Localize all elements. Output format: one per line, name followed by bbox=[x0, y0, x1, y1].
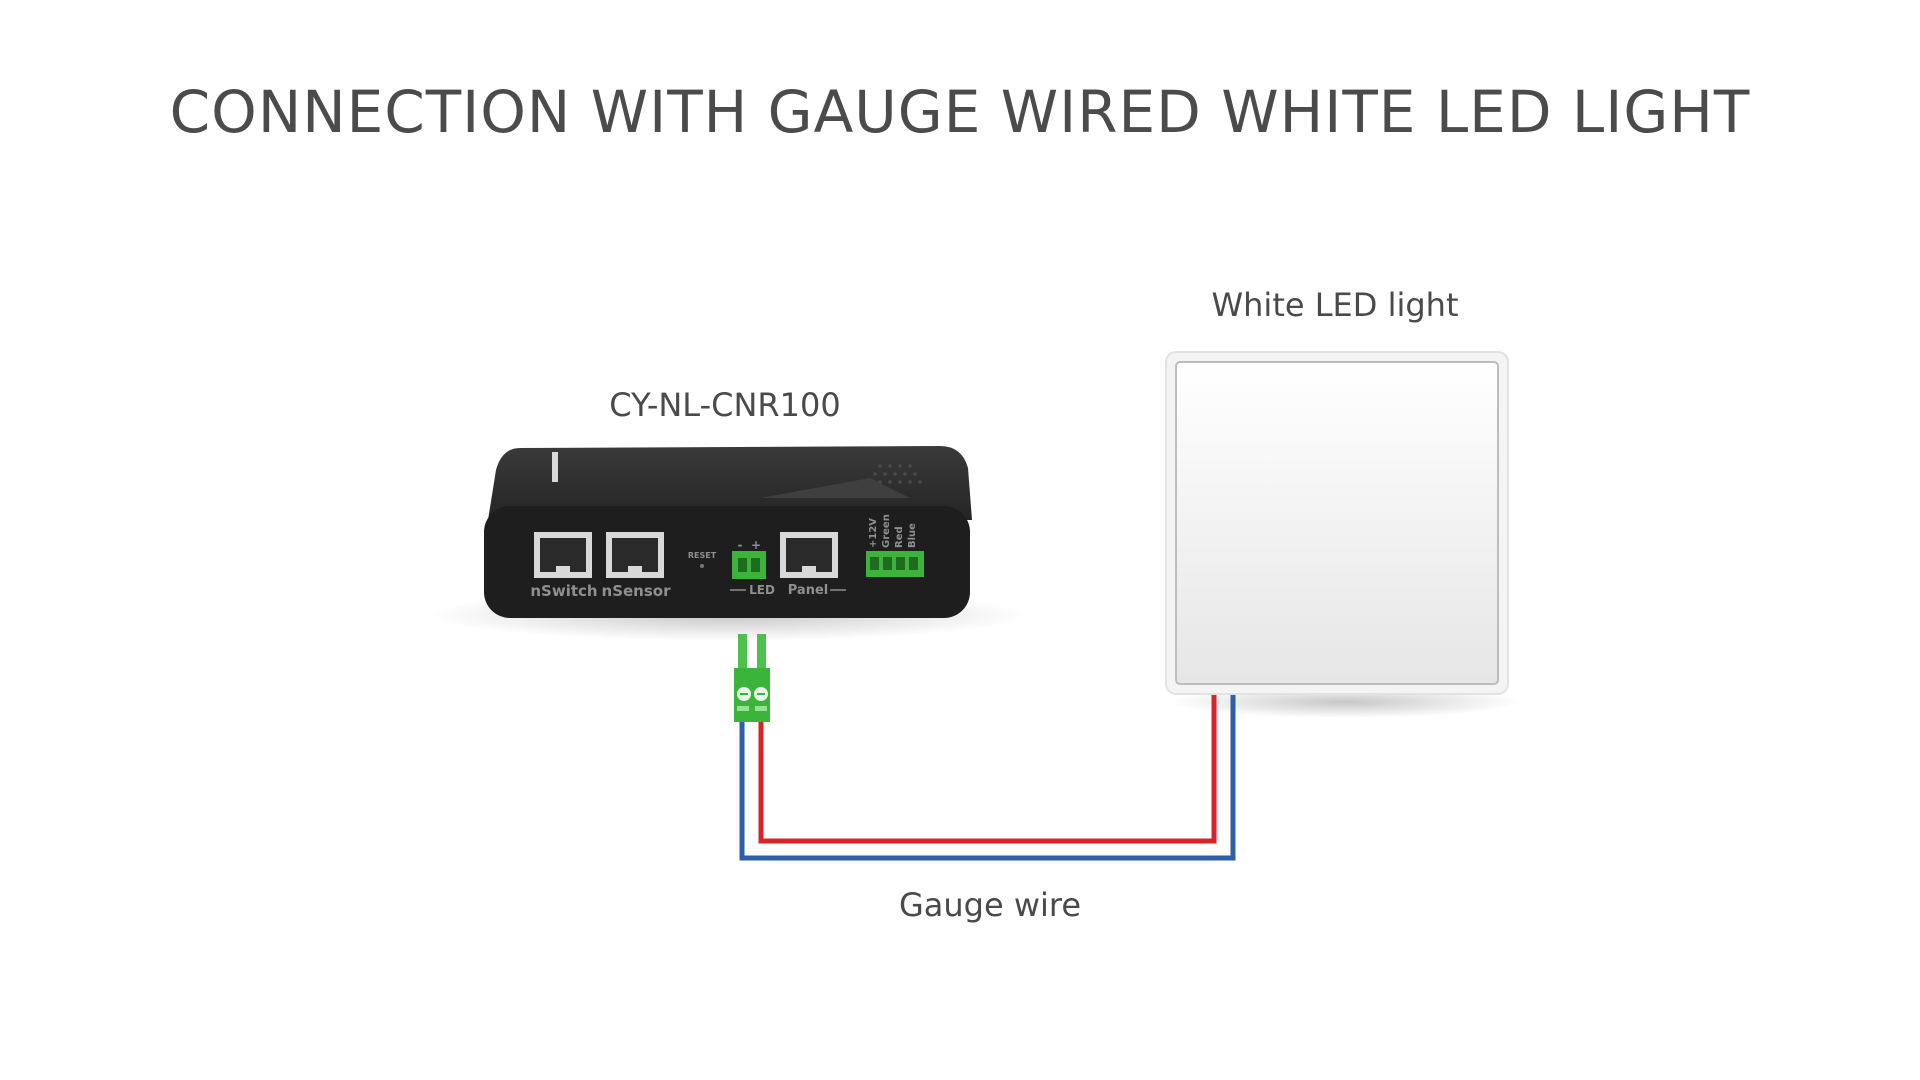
gauge-wire bbox=[739, 690, 1236, 861]
light-label: White LED light bbox=[1211, 286, 1459, 324]
page-title: CONNECTION WITH GAUGE WIRED WHITE LED LI… bbox=[169, 78, 1751, 146]
nsensor-port bbox=[606, 532, 664, 578]
white-led-light bbox=[1165, 351, 1509, 695]
vent-grille bbox=[868, 464, 922, 484]
panel-label: Panel bbox=[788, 583, 828, 598]
wire-blue bbox=[739, 690, 1236, 861]
controller-label: CY-NL-CNR100 bbox=[609, 386, 841, 424]
controller-device: nSwitch nSensor RESET - + LED Panel +12V… bbox=[484, 446, 972, 618]
led-plug-connector bbox=[734, 634, 770, 722]
nsensor-port-label: nSensor bbox=[602, 582, 672, 600]
wire-red bbox=[758, 690, 1217, 844]
rgb-12v-label: +12V bbox=[868, 518, 879, 548]
led-terminal-socket bbox=[732, 551, 766, 579]
reset-label: RESET bbox=[688, 551, 717, 560]
controller-front-face bbox=[484, 506, 970, 618]
wire-label: Gauge wire bbox=[898, 886, 1082, 924]
nswitch-port bbox=[534, 532, 592, 578]
rgb-green-label: Green bbox=[881, 514, 892, 548]
led-minus-label: - bbox=[738, 538, 743, 552]
nswitch-port-label: nSwitch bbox=[530, 582, 597, 600]
reset-pinhole bbox=[700, 564, 704, 568]
rgb-terminal-socket bbox=[866, 551, 924, 577]
rgb-red-label: Red bbox=[894, 526, 905, 548]
brand-mark bbox=[552, 452, 558, 482]
rgb-blue-label: Blue bbox=[907, 523, 918, 548]
top-ridge bbox=[760, 478, 910, 498]
panel-port bbox=[780, 532, 838, 578]
controller-top-face bbox=[488, 446, 972, 520]
led-label: LED bbox=[749, 583, 775, 597]
led-plus-label: + bbox=[751, 538, 761, 552]
